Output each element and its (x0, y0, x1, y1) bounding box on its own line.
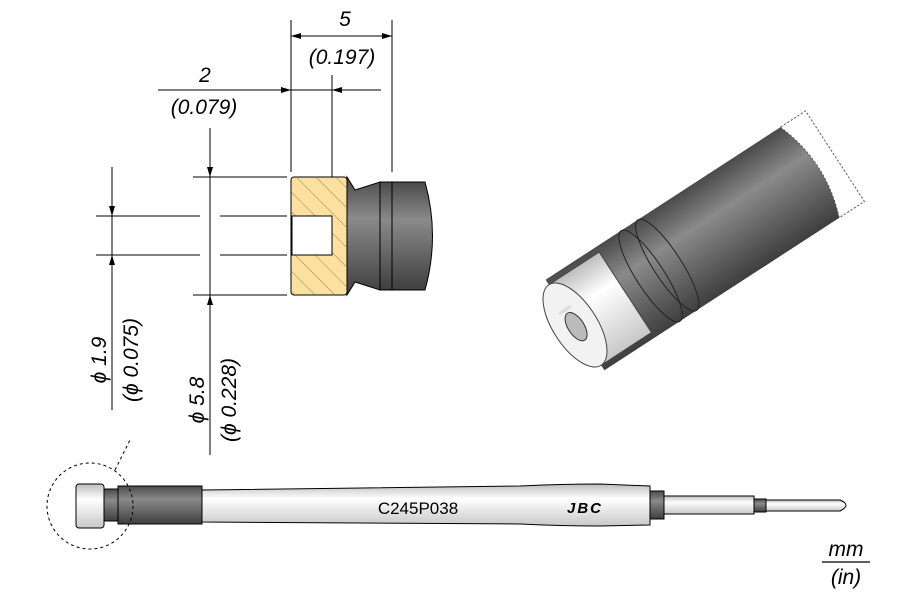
inner-diameter-mm-label: ϕ 1.9 (88, 336, 111, 383)
dimension-diameters (96, 128, 287, 455)
length-mm-label: 5 (339, 8, 351, 31)
outer-diameter-in-label: (ϕ 0.228) (218, 358, 241, 442)
cartridge-model-label: C245P038 (378, 499, 458, 518)
depth-in-label: (0.079) (171, 96, 238, 119)
inner-diameter-in-label: (ϕ 0.075) (120, 318, 143, 402)
unit-in-label: (in) (831, 566, 861, 589)
dimension-length (290, 20, 393, 172)
unit-mm-label: mm (829, 538, 864, 561)
outer-diameter-mm-label: ϕ 5.8 (186, 376, 209, 423)
tip-section-view (290, 175, 433, 297)
length-in-label: (0.197) (309, 46, 376, 69)
depth-mm-label: 2 (198, 64, 211, 87)
jbc-logo: JBC (567, 500, 603, 517)
cartridge-full-view (46, 439, 847, 550)
tip-3d-view (542, 110, 866, 371)
